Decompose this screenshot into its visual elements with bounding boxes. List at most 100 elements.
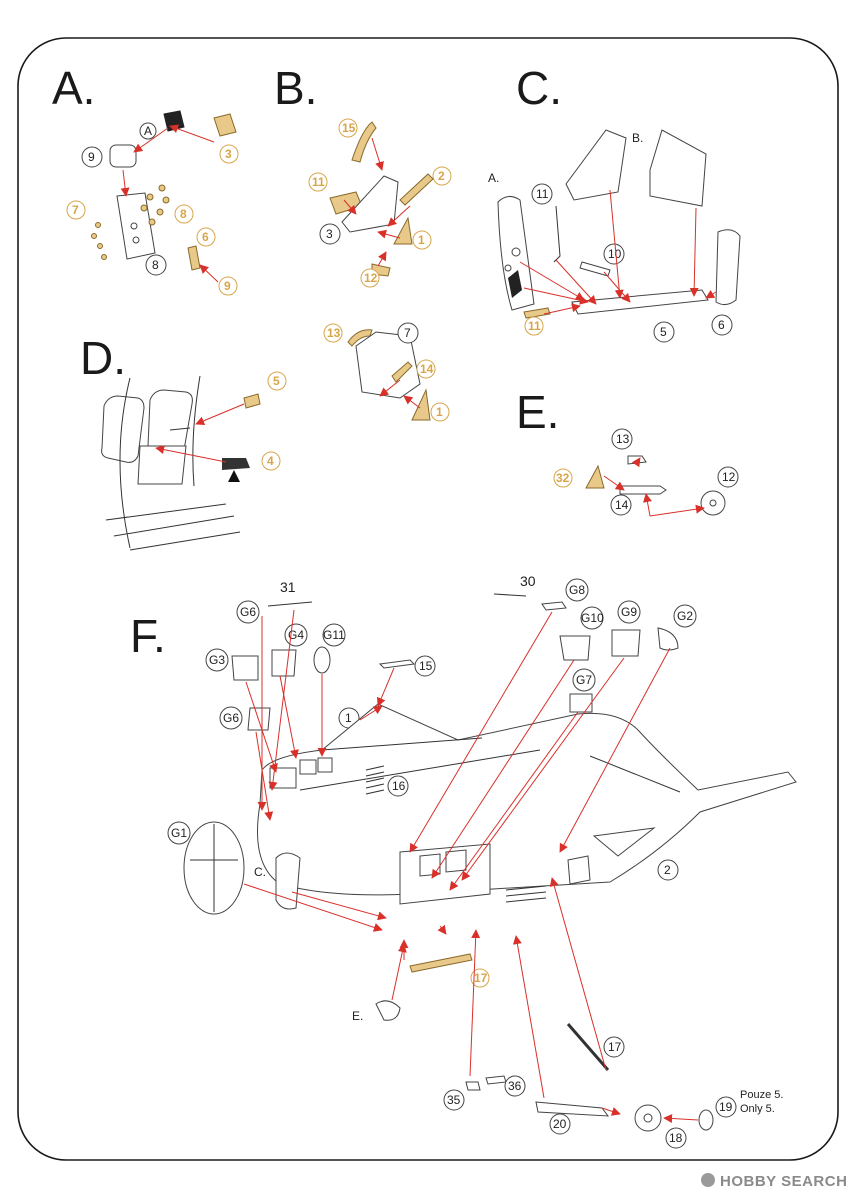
part-19-shape bbox=[698, 1109, 714, 1131]
pe-part-6 bbox=[187, 245, 201, 271]
part-10-label: 10 bbox=[608, 247, 622, 261]
part-17b-label: 17 bbox=[608, 1040, 622, 1054]
pe-bracket-1 bbox=[393, 216, 413, 245]
part-13e-circle bbox=[611, 428, 633, 450]
part-35-shape bbox=[465, 1081, 481, 1091]
part-10-circle bbox=[603, 243, 625, 265]
part-7b-label: 7 bbox=[404, 326, 411, 340]
door-window bbox=[137, 445, 187, 485]
part-9-circle bbox=[81, 146, 103, 168]
floor-part bbox=[571, 289, 709, 315]
rear-grille bbox=[505, 885, 547, 903]
section-b-title: B. bbox=[274, 62, 317, 114]
g3-circle bbox=[205, 648, 229, 672]
part-20-circle bbox=[549, 1113, 571, 1135]
ref-b-label: B. bbox=[632, 131, 643, 145]
pe-part-2 bbox=[399, 173, 434, 206]
part-17-label: 17 bbox=[474, 971, 488, 985]
part-3-label: 3 bbox=[225, 147, 232, 161]
part-36-label: 36 bbox=[508, 1079, 522, 1093]
part-30-label: 30 bbox=[520, 573, 536, 589]
wheel-18-hub bbox=[643, 1113, 653, 1123]
g6b-label: G6 bbox=[223, 711, 239, 725]
note-en: Only 5. bbox=[740, 1103, 775, 1115]
part-9b-circle bbox=[218, 276, 238, 296]
ref-e-label: E. bbox=[352, 1009, 363, 1023]
g4-label: G4 bbox=[288, 628, 304, 642]
part-15-shape bbox=[378, 659, 416, 669]
dashboard-hole bbox=[132, 236, 140, 244]
section-c: C. B. A. 11 10 11 5 6 bbox=[488, 62, 741, 343]
g7-label: G7 bbox=[576, 673, 592, 687]
part-9-shape bbox=[109, 144, 137, 168]
g7-circle bbox=[572, 668, 596, 692]
part-5-label: 5 bbox=[660, 325, 667, 339]
section-d: D. 5 4 bbox=[80, 332, 287, 551]
fuselage-pillar bbox=[192, 375, 201, 487]
control-stick bbox=[553, 205, 561, 263]
part-19-label: 19 bbox=[719, 1100, 733, 1114]
g8-shape bbox=[541, 601, 567, 611]
part-6c-label: 6 bbox=[718, 318, 725, 332]
part-15f-label: 15 bbox=[419, 659, 433, 673]
pe-bracket-2 bbox=[411, 388, 431, 421]
section-f-title: F. bbox=[130, 610, 166, 662]
part-6-shape bbox=[715, 229, 741, 306]
part-31-label: 31 bbox=[280, 579, 296, 595]
part-14e-label: 14 bbox=[615, 498, 629, 512]
watermark-text: HOBBY SEARCH bbox=[720, 1173, 847, 1190]
pe-part-5d bbox=[243, 393, 261, 409]
glazing-g9 bbox=[611, 629, 641, 657]
section-d-title: D. bbox=[80, 332, 126, 384]
part-7-circle bbox=[66, 200, 86, 220]
part-19-circle bbox=[715, 1096, 737, 1118]
part-8-circle bbox=[145, 254, 167, 276]
part-35-label: 35 bbox=[447, 1093, 461, 1107]
part-13-circle bbox=[323, 323, 343, 343]
glazing-g3 bbox=[231, 655, 259, 681]
part-7-label: 7 bbox=[72, 203, 79, 217]
part-20-shape bbox=[535, 1101, 610, 1117]
part-12-circle bbox=[360, 268, 380, 288]
g11-label: G11 bbox=[323, 628, 345, 642]
pe-part-11c bbox=[523, 307, 551, 319]
part-6-label: 6 bbox=[202, 230, 209, 244]
dashboard-hole bbox=[130, 222, 138, 230]
rear-seat-assembly bbox=[649, 129, 707, 207]
g1-circle bbox=[167, 821, 191, 845]
part-15f-circle bbox=[414, 655, 436, 677]
section-a: A. A 3 9 8 7 8 6 9 bbox=[52, 62, 239, 296]
fuselage-lines bbox=[105, 503, 241, 551]
grille-part bbox=[163, 110, 185, 132]
part-11d-circle bbox=[524, 316, 544, 336]
g8-label: G8 bbox=[569, 583, 585, 597]
fuselage-lines-f bbox=[299, 737, 681, 793]
part-6-circle bbox=[196, 227, 216, 247]
g1-label: G1 bbox=[171, 826, 187, 840]
g11-circle bbox=[322, 623, 346, 647]
part-4-foot bbox=[228, 470, 240, 482]
part-1-label: 1 bbox=[418, 233, 425, 247]
part-1b-circle bbox=[430, 402, 450, 422]
fuselage-curve bbox=[119, 377, 131, 549]
seat-part bbox=[341, 175, 399, 233]
section-b: B. 15 11 2 3 1 12 13 7 14 1 bbox=[274, 62, 452, 422]
g2-label: G2 bbox=[677, 609, 693, 623]
g6b-circle bbox=[219, 706, 243, 730]
g2-circle bbox=[673, 604, 697, 628]
part-18-label: 18 bbox=[669, 1131, 683, 1145]
part-3-circle bbox=[219, 144, 239, 164]
part-5d-circle bbox=[267, 371, 287, 391]
ref-c-label: C. bbox=[254, 865, 266, 879]
part-18-circle bbox=[665, 1127, 687, 1149]
part-12e-circle bbox=[717, 466, 739, 488]
part-36-shape bbox=[485, 1075, 507, 1085]
part-15-circle bbox=[338, 118, 358, 138]
pe-part-17 bbox=[409, 953, 473, 973]
part-14e-circle bbox=[610, 494, 632, 516]
section-f: F. 31 30 G8 G6 G10 G9 G2 G4 G11 G3 15 bbox=[130, 573, 797, 1149]
door-handle bbox=[169, 427, 191, 431]
section-a-title: A. bbox=[52, 62, 95, 114]
section-c-title: C. bbox=[516, 62, 562, 114]
part-7b-circle bbox=[397, 322, 419, 344]
